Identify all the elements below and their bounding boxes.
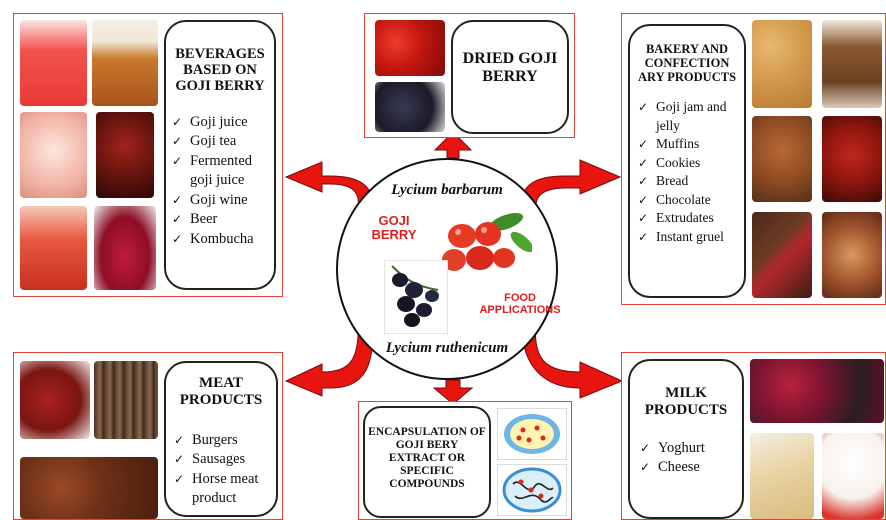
milk-list: Yoghurt Cheese — [640, 439, 742, 478]
list-item: Beer — [172, 210, 274, 230]
list-item: Goji jam and jelly — [638, 98, 738, 135]
sausages-grill-image — [94, 361, 158, 439]
list-item: Cheese — [640, 458, 742, 478]
meat-panel: MEAT PRODUCTS Burgers Sausages Horse mea… — [13, 352, 283, 520]
arrow-up — [433, 131, 473, 159]
sausage-image — [20, 361, 90, 439]
arrow-right-top — [521, 159, 622, 207]
bakery-textbox: BAKERY AND CONFECTION ARY PRODUCTS Goji … — [628, 24, 746, 298]
lycium-barbarum-label: Lycium barbarum — [391, 182, 503, 198]
encapsulation-panel: ENCAPSULATION OF GOJI BERY EXTRACT OR SP… — [358, 401, 572, 520]
liposome-icon — [497, 408, 567, 460]
list-item: Instant gruel — [638, 228, 738, 247]
goji-berry-label: GOJI BERRY — [371, 213, 417, 243]
list-item: Kombucha — [172, 230, 274, 250]
arrow-right-bottom — [521, 319, 624, 399]
list-item: Horse meat product — [174, 470, 276, 509]
muffins-image — [752, 116, 812, 202]
list-item: Extrudates — [638, 209, 738, 228]
dried-red-goji-image — [375, 20, 445, 76]
beverages-panel: BEVERAGES BASED ON GOJI BERRY Goji juice… — [13, 13, 283, 297]
bakery-panel: BAKERY AND CONFECTION ARY PRODUCTS Goji … — [621, 13, 886, 305]
cheese-image — [750, 433, 814, 519]
bakery-list: Goji jam and jelly Muffins Cookies Bread… — [638, 98, 738, 246]
list-item: Muffins — [638, 135, 738, 154]
list-item: Goji wine — [172, 191, 274, 211]
wine-glass-image — [94, 206, 156, 290]
bread-image — [822, 20, 882, 108]
jam-image — [822, 116, 882, 202]
burger-meat-image — [20, 457, 158, 519]
meat-list: Burgers Sausages Horse meat product — [174, 431, 276, 509]
list-item: Goji juice — [172, 113, 274, 133]
center-circle: Lycium barbarum GOJI BERRY FOOD APPLICAT… — [336, 158, 561, 380]
beverages-title: BEVERAGES BASED ON GOJI BERRY — [175, 46, 265, 95]
yoghurt-image — [822, 433, 884, 519]
berries-chocolate-image — [750, 359, 884, 423]
arrow-left-top — [284, 161, 373, 207]
list-item: Goji tea — [172, 132, 274, 152]
beverages-list: Goji juice Goji tea Fermented goji juice… — [172, 113, 274, 250]
fermented-juice-image — [20, 206, 87, 290]
list-item: Yoghurt — [640, 439, 742, 459]
dried-panel: DRIED GOJI BERRY — [364, 13, 575, 138]
goji-tea-jar-image — [96, 112, 154, 198]
arrow-left-bottom — [284, 319, 374, 397]
meat-textbox: MEAT PRODUCTS Burgers Sausages Horse mea… — [164, 361, 278, 517]
extrudates-image — [822, 212, 882, 298]
meat-title: MEAT PRODUCTS — [179, 375, 263, 408]
iced-tea-image — [20, 112, 87, 198]
arrow-down — [432, 379, 474, 405]
list-item: Cookies — [638, 154, 738, 173]
list-item: Chocolate — [638, 191, 738, 210]
black-goji-berries-icon — [384, 260, 448, 334]
food-applications-label: FOOD APPLICATIONS — [479, 292, 561, 317]
beverages-textbox: BEVERAGES BASED ON GOJI BERRY Goji juice… — [164, 20, 276, 290]
bakery-title: BAKERY AND CONFECTION ARY PRODUCTS — [637, 42, 737, 84]
list-item: Bread — [638, 172, 738, 191]
milk-textbox: MILK PRODUCTS Yoghurt Cheese — [628, 359, 744, 519]
lycium-ruthenicum-label: Lycium ruthenicum — [385, 340, 509, 356]
encapsulation-title: ENCAPSULATION OF GOJI BERY EXTRACT OR SP… — [368, 426, 486, 490]
chocolate-image — [752, 212, 812, 298]
cookies-image — [752, 20, 812, 108]
dried-black-goji-image — [375, 82, 445, 132]
beer-glass-image — [92, 20, 158, 106]
list-item: Fermented goji juice — [172, 152, 274, 191]
dried-title: DRIED GOJI BERRY — [462, 50, 558, 85]
dried-textbox: DRIED GOJI BERRY — [451, 20, 569, 134]
juice-glass-image — [20, 20, 87, 106]
list-item: Sausages — [174, 450, 276, 470]
encapsulation-textbox: ENCAPSULATION OF GOJI BERY EXTRACT OR SP… — [363, 406, 491, 518]
milk-panel: MILK PRODUCTS Yoghurt Cheese — [621, 352, 886, 520]
red-goji-berries-icon — [442, 212, 532, 271]
milk-title: MILK PRODUCTS — [644, 385, 728, 418]
list-item: Burgers — [174, 431, 276, 451]
nanoparticle-icon — [497, 464, 567, 516]
